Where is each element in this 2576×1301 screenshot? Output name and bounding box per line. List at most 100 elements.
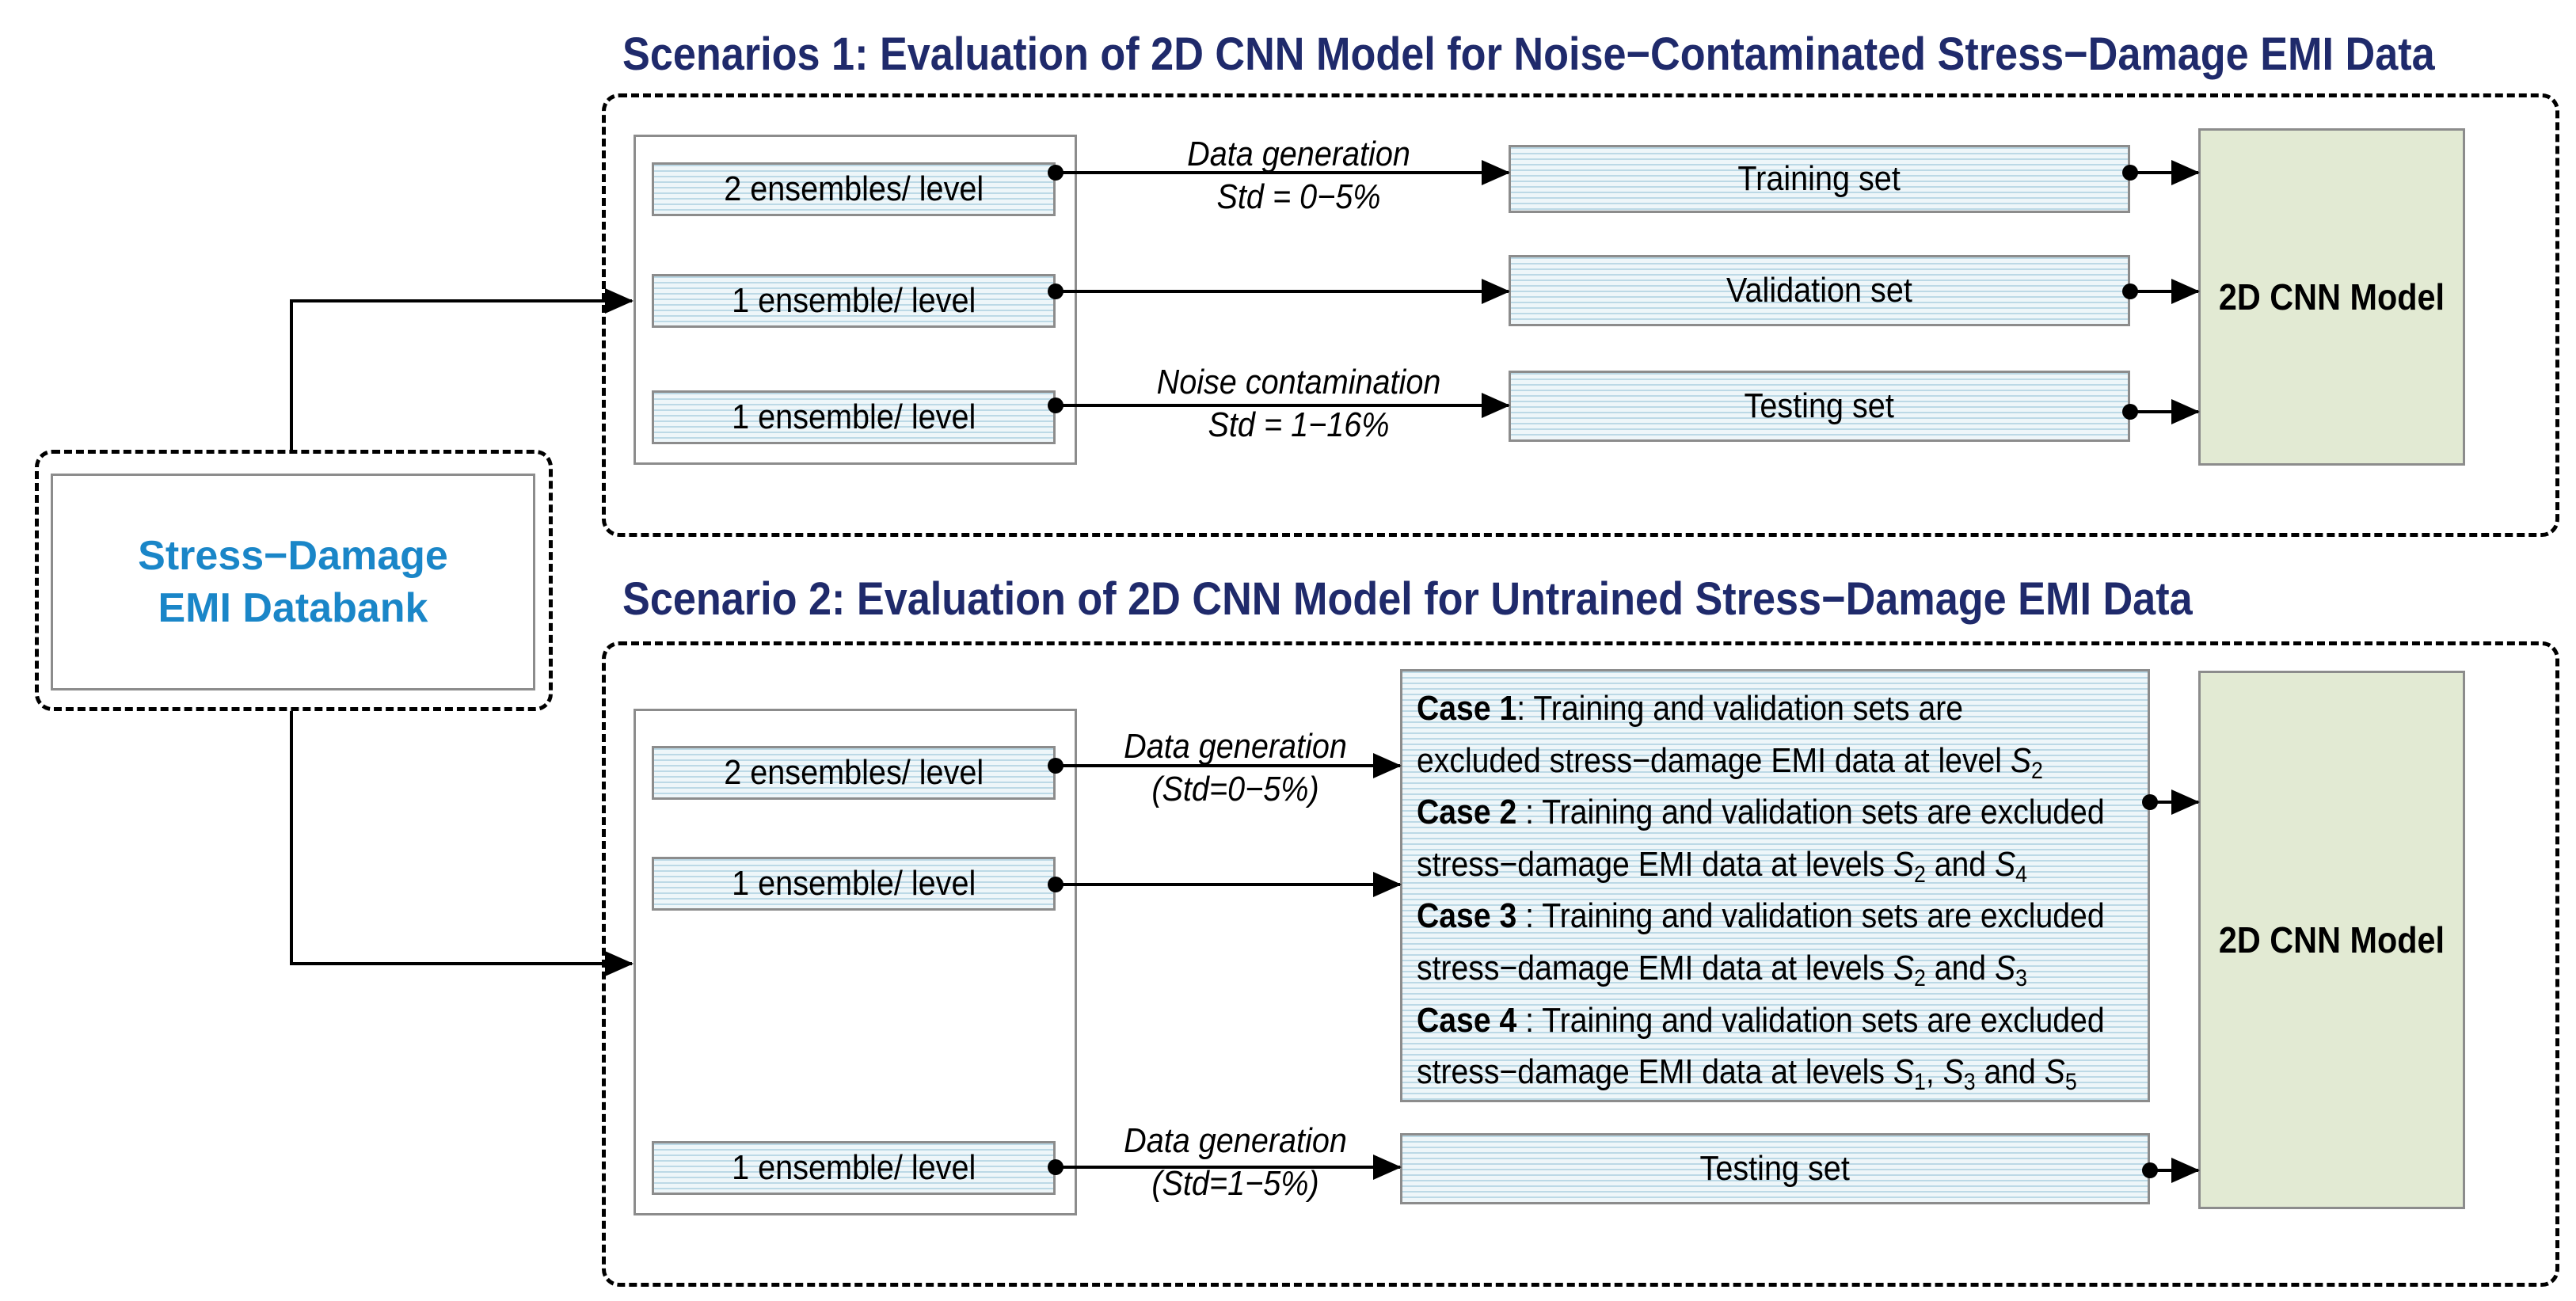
- scenario1-edge-top-line1: Data generation: [1187, 135, 1410, 173]
- case-3-s1: S: [1893, 948, 1914, 987]
- case-3-line-2: stress−damage EMI data at levels S2 and …: [1417, 942, 2056, 995]
- case-4-line-2: stress−damage EMI data at levels S1, S3 …: [1417, 1046, 2077, 1098]
- scenario2-edge-bottom-line2: (Std=1−5%): [1151, 1164, 1319, 1203]
- case-2-s1-sub: 2: [1913, 861, 1926, 888]
- s1-dot-testing: [2122, 404, 2138, 420]
- case-3-text-1: Training and validation sets are exclude…: [1542, 896, 2105, 936]
- scenario1-validation-set: Validation set: [1509, 255, 2130, 326]
- case-4-s2: S: [1942, 1052, 1964, 1092]
- case-2-s2-sub: 4: [2015, 861, 2027, 888]
- case-3-mid: and: [1925, 948, 1995, 987]
- case-4-line-1: Case 4 : Training and validation sets ar…: [1417, 995, 2105, 1047]
- case-1-label: Case 1: [1417, 689, 1517, 728]
- scenario1-input-3-label: 1 ensemble/ level: [731, 398, 976, 436]
- scenario1-training-set: Training set: [1509, 145, 2130, 213]
- case-3-s1-sub: 2: [1913, 964, 1926, 991]
- case-1-s-sub: 2: [2031, 757, 2043, 784]
- scenario2-model-label: 2D CNN Model: [2218, 919, 2445, 961]
- case-3-text-2: stress−damage EMI data at levels: [1417, 948, 1893, 987]
- scenario2-testing-set-label: Testing set: [1699, 1149, 1851, 1188]
- case-1-s: S: [2010, 740, 2032, 780]
- scenario1-container: [602, 93, 2559, 537]
- scenario1-input-1: 2 ensembles/ level: [652, 162, 1056, 216]
- databank-to-scenario1-arrow: [290, 288, 634, 450]
- scenario1-edge-top-line2: Std = 0−5%: [1216, 177, 1381, 216]
- scenario1-edge-bottom-line1: Noise contamination: [1156, 363, 1441, 401]
- databank-line1: Stress−Damage: [138, 533, 448, 579]
- scenario2-input-3: 1 ensemble/ level: [652, 1141, 1056, 1195]
- case-3-sep: :: [1516, 896, 1543, 936]
- case-2-text-2: stress−damage EMI data at levels: [1417, 844, 1893, 884]
- s1-dot-validation: [2122, 283, 2138, 299]
- case-4-text-2: stress−damage EMI data at levels: [1417, 1052, 1893, 1092]
- case-2-s1: S: [1893, 844, 1914, 884]
- scenario1-validation-set-label: Validation set: [1726, 271, 1912, 310]
- s2-dot-input2: [1048, 877, 1064, 892]
- case-3-s2-sub: 3: [2015, 964, 2027, 991]
- databank-line2: EMI Databank: [158, 585, 428, 631]
- scenario1-model: 2D CNN Model: [2198, 128, 2465, 466]
- scenario2-input-1: 2 ensembles/ level: [652, 746, 1056, 800]
- scenario1-title: Scenarios 1: Evaluation of 2D CNN Model …: [622, 29, 2435, 80]
- s1-dot-input1: [1048, 165, 1064, 181]
- case-1-line-2: excluded stress−damage EMI data at level…: [1417, 735, 2056, 787]
- scenario2-input-1-label: 2 ensembles/ level: [724, 753, 984, 792]
- case-4-s3: S: [2044, 1052, 2065, 1092]
- case-4-label: Case 4: [1417, 1000, 1517, 1040]
- scenario1-input-1-label: 2 ensembles/ level: [724, 169, 984, 208]
- case-1-text-2: excluded stress−damage EMI data at level: [1417, 740, 2011, 780]
- scenario1-model-label: 2D CNN Model: [2218, 276, 2445, 318]
- case-2-mid: and: [1925, 844, 1995, 884]
- databank-container: [35, 450, 553, 711]
- case-4-s1-sub: 1: [1913, 1069, 1926, 1096]
- scenario2-input-2: 1 ensemble/ level: [652, 857, 1056, 911]
- case-2-sep: :: [1516, 793, 1543, 832]
- case-1-text-1: Training and validation sets are: [1533, 689, 1964, 728]
- case-2-label: Case 2: [1417, 793, 1517, 832]
- s1-dot-input3: [1048, 398, 1064, 413]
- scenario1-input-3: 1 ensemble/ level: [652, 390, 1056, 444]
- s2-dot-input3: [1048, 1159, 1064, 1175]
- s2-dot-testing: [2142, 1162, 2158, 1178]
- scenario2-edge-top-label: Data generation (Std=0−5%): [1093, 725, 1378, 811]
- scenario1-edge-bottom-label: Noise contamination Std = 1−16%: [1109, 361, 1489, 447]
- s1-dot-input2: [1048, 283, 1064, 299]
- case-4-s3-sub: 5: [2064, 1069, 2077, 1096]
- case-4-sep: :: [1516, 1000, 1543, 1040]
- case-1-line-1: Case 1: Training and validation sets are: [1417, 683, 2056, 735]
- scenario1-edge-bottom-line2: Std = 1−16%: [1208, 405, 1390, 444]
- scenario2-edge-top-line2: (Std=0−5%): [1151, 770, 1319, 808]
- scenario2-edge-top-line1: Data generation: [1124, 727, 1347, 766]
- s2-dot-input1: [1048, 758, 1064, 774]
- scenario2-edge-bottom-line1: Data generation: [1124, 1121, 1347, 1160]
- scenario1-input-2-label: 1 ensemble/ level: [731, 281, 976, 320]
- case-2-line-1: Case 2 : Training and validation sets ar…: [1417, 786, 2105, 839]
- case-3-line-1: Case 3 : Training and validation sets ar…: [1417, 890, 2105, 942]
- scenario2-input-3-label: 1 ensemble/ level: [731, 1148, 976, 1187]
- scenario2-model: 2D CNN Model: [2198, 671, 2465, 1209]
- scenario2-input-2-label: 1 ensemble/ level: [731, 864, 976, 903]
- databank-box: Stress−Damage EMI Databank: [51, 474, 535, 690]
- scenario2-testing-set: Testing set: [1400, 1133, 2150, 1204]
- case-2-s2: S: [1994, 844, 2016, 884]
- case-2-text-1: Training and validation sets are exclude…: [1542, 793, 2105, 832]
- scenario1-edge-top-label: Data generation Std = 0−5%: [1124, 133, 1473, 219]
- case-1-sep: :: [1516, 689, 1534, 728]
- scenario1-input-2: 1 ensemble/ level: [652, 274, 1056, 328]
- scenario1-training-set-label: Training set: [1737, 159, 1901, 198]
- case-4-c1: ,: [1925, 1052, 1943, 1092]
- s2-dot-cases: [2142, 794, 2158, 810]
- scenario2-edge-bottom-label: Data generation (Std=1−5%): [1093, 1120, 1378, 1205]
- databank-to-scenario2-arrow: [290, 711, 634, 976]
- scenario1-testing-set-label: Testing set: [1744, 386, 1895, 425]
- case-4-s2-sub: 3: [1963, 1069, 1976, 1096]
- scenario2-title: Scenario 2: Evaluation of 2D CNN Model f…: [622, 573, 2193, 625]
- case-3-label: Case 3: [1417, 896, 1517, 936]
- s1-dot-training: [2122, 165, 2138, 181]
- case-4-s1: S: [1893, 1052, 1914, 1092]
- case-4-text-1: Training and validation sets are exclude…: [1542, 1000, 2105, 1040]
- case-2-line-2: stress−damage EMI data at levels S2 and …: [1417, 839, 2056, 891]
- case-3-s2: S: [1994, 948, 2016, 987]
- case-4-mid: and: [1975, 1052, 2045, 1092]
